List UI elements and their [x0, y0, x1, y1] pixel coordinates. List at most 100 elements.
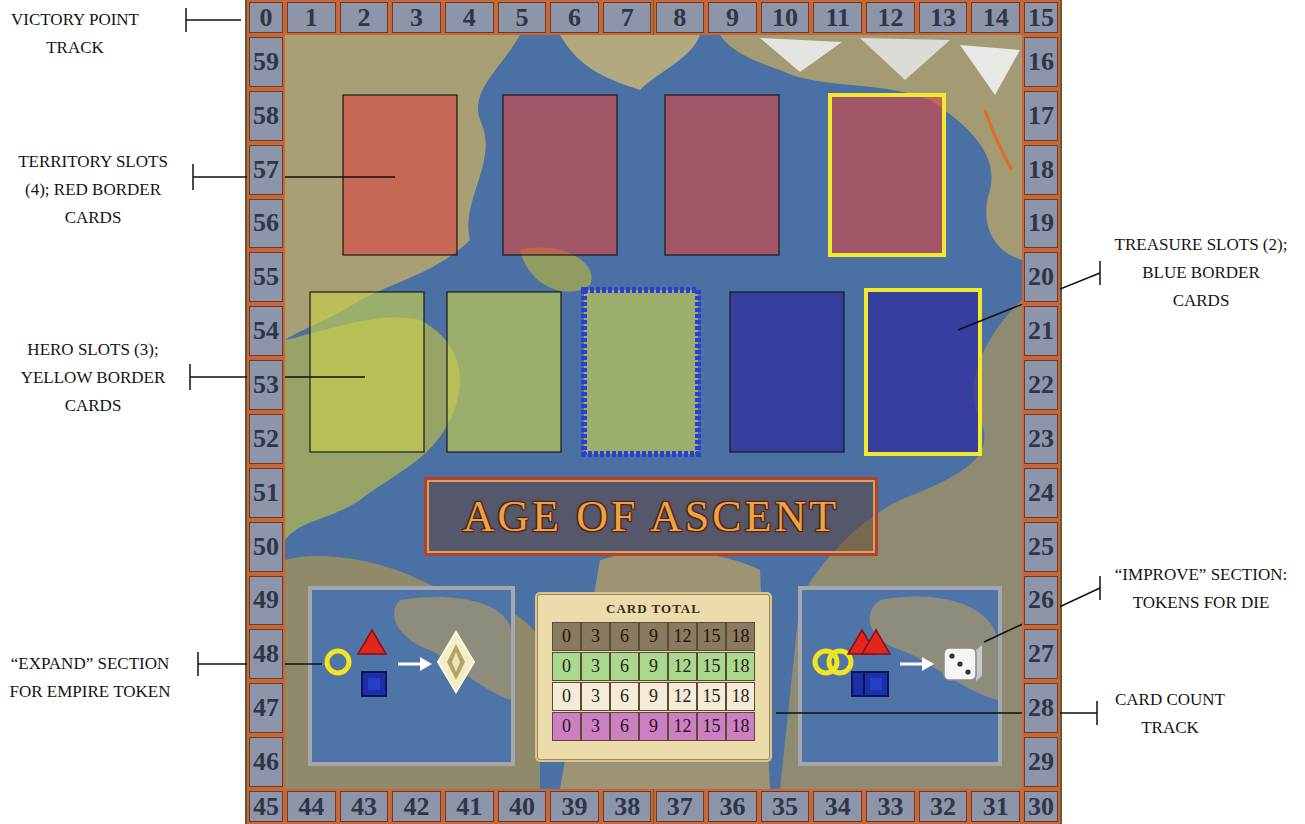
table-cell: 0 [552, 712, 581, 741]
track-number: 31 [969, 789, 1022, 824]
table-cell: 12 [668, 622, 697, 651]
callout-label: CARD COUNT TRACK [1105, 686, 1235, 742]
table-cell: 9 [639, 622, 668, 651]
track-number: 43 [338, 789, 391, 824]
hero-slot [584, 290, 698, 454]
track-number: 59 [247, 35, 285, 89]
track-number: 5 [496, 0, 549, 35]
track-number: 57 [247, 143, 285, 197]
token-square [368, 678, 380, 690]
table-cell: 12 [668, 712, 697, 741]
improve-panel [800, 588, 1000, 764]
map-land [560, 35, 700, 90]
token-square [870, 678, 882, 690]
track-number: 29 [1022, 735, 1060, 789]
panel-heading: CARD TOTAL [606, 601, 701, 617]
die-pip [965, 669, 970, 674]
track-number: 48 [247, 627, 285, 681]
hero-slot [310, 292, 424, 452]
table-cell: 0 [552, 682, 581, 711]
table-cell: 0 [552, 622, 581, 651]
track-number: 47 [247, 681, 285, 735]
track-number: 27 [1022, 627, 1060, 681]
callout-label: VICTORY POINT TRACK [5, 6, 145, 62]
track-number: 6 [548, 0, 601, 35]
callout-label: “IMPROVE” SECTION: TOKENS FOR DIE [1112, 561, 1290, 617]
track-number: 24 [1022, 466, 1060, 520]
track-number: 30 [1022, 789, 1060, 824]
banner-title: AGE OF ASCENT [463, 491, 839, 542]
track-number: 10 [759, 0, 812, 35]
treasure-slot [730, 292, 844, 452]
track-number: 21 [1022, 304, 1060, 358]
track-number: 26 [1022, 574, 1060, 628]
track-number: 46 [247, 735, 285, 789]
track-number: 11 [811, 0, 864, 35]
track-number: 2 [338, 0, 391, 35]
territory-slot [503, 95, 617, 255]
board-frame [245, 0, 1062, 824]
token-square [362, 672, 386, 696]
track-number: 32 [917, 789, 970, 824]
hero-slot [310, 290, 698, 454]
callout-label: TREASURE SLOTS (2); BLUE BORDER CARDS [1112, 231, 1290, 315]
track-number: 28 [1022, 681, 1060, 735]
track-number: 53 [247, 358, 285, 412]
track-number: 52 [247, 412, 285, 466]
table-cell: 12 [668, 682, 697, 711]
callout-label: HERO SLOTS (3); YELLOW BORDER CARDS [8, 336, 178, 420]
table-cell: 15 [697, 682, 726, 711]
table-cell: 15 [697, 652, 726, 681]
territory-slot [665, 95, 779, 255]
map-land [860, 38, 950, 80]
map-land [985, 110, 1012, 170]
track-number: 20 [1022, 250, 1060, 304]
die-pip [957, 661, 962, 666]
track-number: 42 [390, 789, 443, 824]
map-land [960, 45, 1020, 95]
track-number: 58 [247, 89, 285, 143]
track-number: 51 [247, 466, 285, 520]
track-number: 17 [1022, 89, 1060, 143]
track-number: 23 [1022, 412, 1060, 466]
arrow-symbol [398, 663, 420, 666]
treasure-slot [730, 290, 980, 454]
territory-slot [343, 95, 944, 255]
track-number: 36 [706, 789, 759, 824]
board-frame [245, 0, 1062, 824]
track-number: 4 [443, 0, 496, 35]
territory-slot [343, 95, 457, 255]
die-symbol [944, 648, 976, 680]
empire-token-diamond [438, 632, 474, 692]
track-number: 9 [706, 0, 759, 35]
table-cell: 6 [610, 652, 639, 681]
track-number: 39 [548, 789, 601, 824]
track-number: 14 [969, 0, 1022, 35]
table-cell: 9 [639, 682, 668, 711]
track-number: 38 [601, 789, 654, 824]
track-number: 40 [496, 789, 549, 824]
treasure-slot [866, 290, 980, 454]
table-cell: 15 [697, 622, 726, 651]
track-number: 0 [247, 0, 285, 35]
track-number: 50 [247, 520, 285, 574]
track-number: 1 [285, 0, 338, 35]
arrow-symbol [420, 657, 432, 671]
track-number: 15 [1022, 0, 1060, 35]
track-number: 33 [864, 789, 917, 824]
table-cell: 3 [581, 682, 610, 711]
table-cell: 6 [610, 622, 639, 651]
table-cell: 9 [639, 652, 668, 681]
leader-line [186, 8, 241, 32]
territory-slot [830, 95, 944, 255]
expand-panel [310, 588, 513, 764]
track-number: 49 [247, 574, 285, 628]
track-number: 8 [654, 0, 707, 35]
table-cell: 15 [697, 712, 726, 741]
track-number: 45 [247, 789, 285, 824]
track-number: 3 [390, 0, 443, 35]
expand-panel [310, 588, 513, 764]
track-number: 19 [1022, 197, 1060, 251]
empire-token-diamond [452, 652, 460, 672]
